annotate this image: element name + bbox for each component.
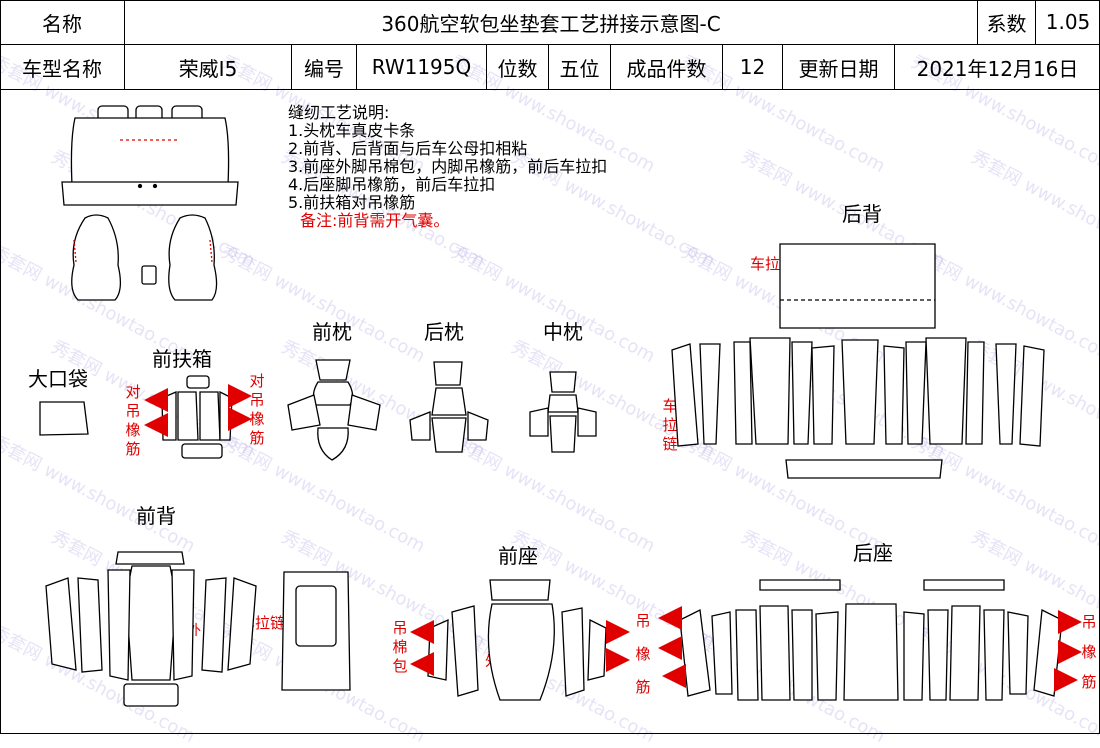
annotation-pair-hang-right: 对吊橡筋 [249,372,265,447]
note-item: 1.头枕车真皮卡条 [288,121,416,140]
coef-label: 系数 [978,0,1036,44]
header-row-1: 名称 360航空软包坐垫套工艺拼接示意图-C 系数 1.05 [0,0,1100,45]
label-rear-headrest: 后枕 [424,320,464,344]
pieces-label: 成品件数 [611,45,723,89]
note-item: 4.后座脚吊橡筋，前后车拉扣 [288,175,496,194]
header-row-2: 车型名称 荣威I5 编号 RW1195Q 位数 五位 成品件数 12 更新日期 … [0,45,1100,90]
big-pocket-piece [39,401,89,436]
label-big-pocket: 大口袋 [28,367,88,391]
front-headrest-pieces [287,359,381,461]
front-seat-pieces [410,579,630,701]
rear-back-pieces [671,243,1045,479]
label-middle-headrest: 中枕 [543,320,583,344]
code-label: 编号 [292,45,357,89]
model-value: 荣威I5 [125,45,292,89]
name-label: 名称 [0,0,125,44]
annotation-hang-elastic-left: 吊橡筋 [635,612,651,696]
middle-headrest-pieces [529,371,597,453]
annotation-pair-hang-left: 对吊橡筋 [125,383,141,458]
label-rear-back: 后背 [842,202,882,226]
date-value: 2021年12月16日 [916,56,1079,81]
date-label: 更新日期 [783,45,895,89]
code-value: RW1195Q [357,45,487,89]
annotation-hang-elastic-right: 吊橡筋 [1081,613,1097,691]
seats-value: 五位 [549,45,611,89]
note-item: 5.前扶箱对吊橡筋 [288,193,416,212]
rear-headrest-pieces [409,361,489,453]
page-title: 360航空软包坐垫套工艺拼接示意图-C [125,0,978,44]
notes-remark: 备注:前背需开气囊。 [300,211,450,230]
label-front-back: 前背 [136,504,176,528]
rear-seat-thumbnail [61,105,239,206]
pieces-value: 12 [723,45,783,89]
annotation-zipper-rear-side: 车拉链 [662,397,678,453]
annotation-hang-cotton: 吊棉包 [392,619,408,675]
label-rear-seat: 后座 [853,541,893,565]
model-label: 车型名称 [0,45,125,89]
front-armrest-pieces [144,375,252,459]
label-front-armrest: 前扶箱 [152,347,212,371]
coef-value: 1.05 [1045,10,1091,34]
sewing-notes: 缝纫工艺说明: 1.头枕车真皮卡条 2.前背、后背面与后车公母扣相粘 3.前座外… [288,104,607,230]
note-item: 3.前座外脚吊棉包，内脚吊橡筋，前后车拉扣 [288,157,608,176]
seats-label: 位数 [487,45,549,89]
front-seat-thumbnail [71,214,218,301]
note-item: 2.前背、后背面与后车公母扣相粘 [288,139,528,158]
label-front-headrest: 前枕 [312,320,352,344]
notes-heading: 缝纫工艺说明: [288,103,390,122]
front-back-pieces [45,551,351,707]
rear-seat-pieces [658,579,1082,701]
label-front-seat: 前座 [498,544,538,568]
